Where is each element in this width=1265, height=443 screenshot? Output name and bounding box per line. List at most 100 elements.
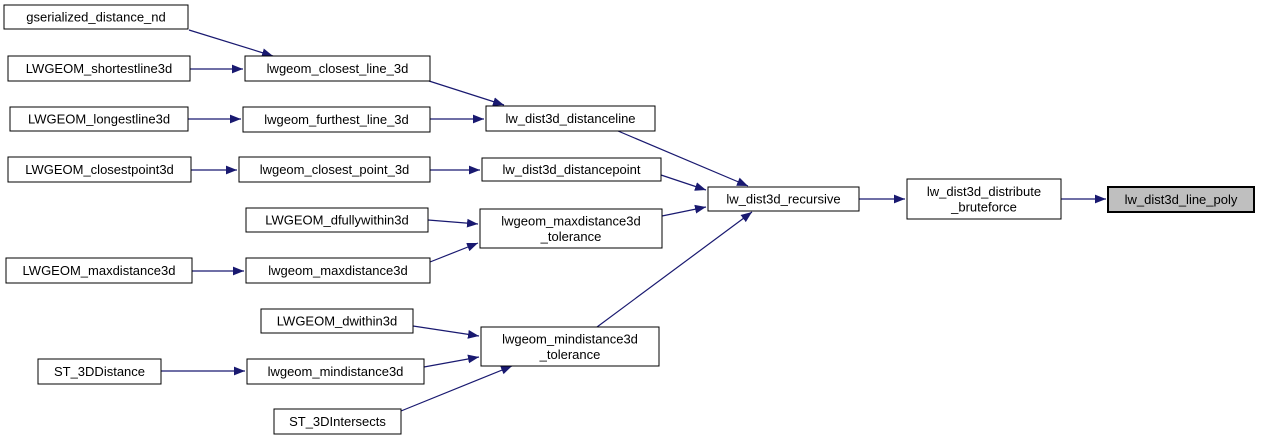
node-label: ST_3DDistance [54,364,145,379]
node-label: ST_3DIntersects [289,414,386,429]
node-label-line: lwgeom_mindistance3d [502,331,638,346]
node-box[interactable] [238,156,431,183]
node-label-line: lw_dist3d_line_poly [1125,192,1238,207]
node-box[interactable] [7,156,192,183]
edge-lwgeom_mindistance3d-to-lwgeom_mindistance3d_tolerance [423,354,480,368]
node-gserialized_distance_nd[interactable]: gserialized_distance_nd [3,4,189,30]
node-lwgeom_maxdistance3d_tolerance[interactable]: lwgeom_maxdistance3d_tolerance [479,208,663,249]
node-label: LWGEOM_closestpoint3d [25,162,174,177]
node-label: LWGEOM_dwithin3d [277,314,397,329]
node-box[interactable] [273,408,402,435]
edge-lwgeom_maxdistance3d_tolerance-to-lw_dist3d_recursive [661,204,707,217]
node-label: lw_dist3d_recursive [726,192,840,207]
node-label-line: LWGEOM_maxdistance3d [23,263,176,278]
node-LWGEOM_longestline3d[interactable]: LWGEOM_longestline3d [9,106,189,132]
node-label: lw_dist3d_distribute_bruteforce [927,184,1041,215]
node-lwgeom_closest_point_3d[interactable]: lwgeom_closest_point_3d [238,156,431,183]
node-label-line: lw_dist3d_recursive [726,192,840,207]
node-lw_dist3d_distribute_bruteforce[interactable]: lw_dist3d_distribute_bruteforce [906,178,1062,220]
node-label-line: ST_3DIntersects [289,414,386,429]
node-label-line: lwgeom_closest_line_3d [267,61,409,76]
node-label-line: lwgeom_maxdistance3d [268,263,407,278]
highlighted-node-box [1107,186,1255,213]
node-ST_3DIntersects[interactable]: ST_3DIntersects [273,408,402,435]
node-lwgeom_mindistance3d_tolerance[interactable]: lwgeom_mindistance3d_tolerance [480,326,660,367]
node-box[interactable] [37,358,162,385]
node-label-line: LWGEOM_shortestline3d [26,61,172,76]
node-label-line: lw_dist3d_distanceline [505,111,635,126]
edge-gserialized_distance_nd-to-lwgeom_closest_line_3d [188,29,274,57]
node-box[interactable] [707,186,860,212]
node-label-line: lw_dist3d_distribute [927,184,1041,199]
node-LWGEOM_maxdistance3d[interactable]: LWGEOM_maxdistance3d [5,257,193,284]
nodes-layer: gserialized_distance_ndLWGEOM_shortestli… [3,4,1255,435]
node-label-line: lwgeom_maxdistance3d [501,213,640,228]
node-LWGEOM_shortestline3d[interactable]: LWGEOM_shortestline3d [7,55,191,82]
node-label: LWGEOM_shortestline3d [26,61,172,76]
node-label: gserialized_distance_nd [26,10,165,25]
node-label: lwgeom_mindistance3d [268,364,404,379]
node-box[interactable] [480,326,660,367]
edge-lw_dist3d_distancepoint-to-lw_dist3d_recursive [660,174,707,191]
edge-lwgeom_closest_line_3d-to-lw_dist3d_distanceline [428,80,505,106]
node-lwgeom_maxdistance3d[interactable]: lwgeom_maxdistance3d [245,257,431,284]
node-lwgeom_furthest_line_3d[interactable]: lwgeom_furthest_line_3d [242,106,431,133]
node-label-line: LWGEOM_longestline3d [28,112,170,127]
node-label: LWGEOM_dfullywithin3d [265,213,409,228]
node-box[interactable] [260,308,414,334]
node-box[interactable] [245,207,429,233]
node-label: lwgeom_furthest_line_3d [264,112,409,127]
edge-lwgeom_mindistance3d_tolerance-to-lw_dist3d_recursive [596,211,753,328]
node-label-line: ST_3DDistance [54,364,145,379]
edge-lwgeom_maxdistance3d-to-lwgeom_maxdistance3d_tolerance [429,242,479,263]
node-label: lwgeom_closest_point_3d [260,162,410,177]
node-label: lwgeom_mindistance3d_tolerance [502,331,638,362]
edge-LWGEOM_dwithin3d-to-lwgeom_mindistance3d_tolerance [412,325,480,339]
node-box[interactable] [242,106,431,133]
edge-ST_3DIntersects-to-lwgeom_mindistance3d_tolerance [400,365,513,412]
edges-layer [161,29,1106,412]
node-lwgeom_mindistance3d[interactable]: lwgeom_mindistance3d [246,358,425,385]
node-label-line: _bruteforce [950,199,1017,214]
node-label: lw_dist3d_line_poly [1125,192,1238,207]
node-label: lw_dist3d_distancepoint [502,162,640,177]
node-box[interactable] [245,257,431,284]
edge-lw_dist3d_distanceline-to-lw_dist3d_recursive [617,130,749,187]
node-label-line: lwgeom_furthest_line_3d [264,112,409,127]
node-box[interactable] [244,55,431,82]
node-box[interactable] [5,257,193,284]
node-box[interactable] [481,157,662,182]
node-box[interactable] [9,106,189,132]
node-label: lwgeom_closest_line_3d [267,61,409,76]
node-LWGEOM_dfullywithin3d[interactable]: LWGEOM_dfullywithin3d [245,207,429,233]
node-box[interactable] [7,55,191,82]
node-label: lwgeom_maxdistance3d [268,263,407,278]
node-lwgeom_closest_line_3d[interactable]: lwgeom_closest_line_3d [244,55,431,82]
node-LWGEOM_closestpoint3d[interactable]: LWGEOM_closestpoint3d [7,156,192,183]
node-label: LWGEOM_longestline3d [28,112,170,127]
node-lw_dist3d_distanceline[interactable]: lw_dist3d_distanceline [485,105,656,132]
node-box[interactable] [3,4,189,30]
node-box[interactable] [246,358,425,385]
node-box[interactable] [485,105,656,132]
node-label-line: _tolerance [539,347,601,362]
node-label: LWGEOM_maxdistance3d [23,263,176,278]
node-label-line: LWGEOM_dfullywithin3d [265,213,409,228]
edge-LWGEOM_dfullywithin3d-to-lwgeom_maxdistance3d_tolerance [427,218,479,228]
node-lw_dist3d_recursive[interactable]: lw_dist3d_recursive [707,186,860,212]
node-LWGEOM_dwithin3d[interactable]: LWGEOM_dwithin3d [260,308,414,334]
node-lw_dist3d_distancepoint[interactable]: lw_dist3d_distancepoint [481,157,662,182]
node-box[interactable] [906,178,1062,220]
node-label-line: gserialized_distance_nd [26,10,165,25]
node-label-line: LWGEOM_dwithin3d [277,314,397,329]
node-label: lwgeom_maxdistance3d_tolerance [501,213,640,244]
node-label-line: LWGEOM_closestpoint3d [25,162,174,177]
node-label-line: lwgeom_closest_point_3d [260,162,410,177]
node-label-line: lwgeom_mindistance3d [268,364,404,379]
node-label: lw_dist3d_distanceline [505,111,635,126]
node-ST_3DDistance[interactable]: ST_3DDistance [37,358,162,385]
node-box[interactable] [479,208,663,249]
node-label-line: _tolerance [540,229,602,244]
